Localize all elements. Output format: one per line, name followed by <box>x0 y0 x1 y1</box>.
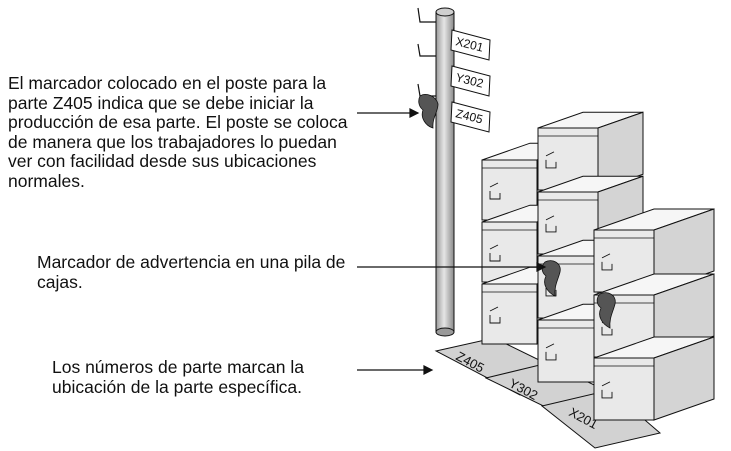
box-stack-middle-4-tag-icon <box>545 343 557 361</box>
leader-arrow-signpost <box>409 108 420 118</box>
signpost: X201 Y302 Z405 <box>417 7 491 337</box>
callout-signpost-marker: El marcador colocado en el poste para la… <box>8 73 348 191</box>
box-stack-middle-2-tag-icon <box>545 215 557 233</box>
callout-part-numbers: Los números de parte marcan la ubicación… <box>52 357 304 397</box>
box-stack-back-1-tag-icon <box>489 182 501 200</box>
sign-label-y302: Y302 <box>454 70 485 90</box>
box-stack-front-2-side <box>653 273 715 358</box>
box-stack-middle-1-tag-icon <box>545 151 557 169</box>
signpost-marker-icon <box>418 94 439 129</box>
box-stack-front-2 <box>593 273 715 358</box>
sign-z405 <box>450 101 491 133</box>
box-stacks <box>481 111 715 421</box>
stack-marker-icon-front <box>596 292 616 329</box>
sign-label-z405: Z405 <box>454 106 484 126</box>
box-stack-middle-4-front <box>537 319 599 383</box>
sign-y302 <box>450 65 491 97</box>
box-stack-front-1-tag-icon <box>601 253 613 271</box>
box-stack-back-3-tag-icon <box>489 306 501 324</box>
box-stack-front-3 <box>593 336 715 421</box>
sign-label-x201: X201 <box>454 34 485 54</box>
stack-marker-icon-middle <box>541 260 561 297</box>
signpost-pole-base <box>435 327 455 337</box>
signpost-pole <box>435 11 455 333</box>
box-stack-middle-1-side <box>597 111 644 191</box>
box-stack-back-2-tag-icon <box>489 244 501 262</box>
sign-x201 <box>450 29 491 61</box>
signpost-hook-1 <box>417 7 436 23</box>
signpost-pole-top <box>435 7 455 17</box>
box-stack-front-3-side <box>653 336 715 421</box>
leader-arrow-stack <box>536 262 547 272</box>
leader-arrow-part-numbers <box>423 365 434 375</box>
signpost-hook-2 <box>417 43 436 57</box>
callout-stack-marker: Marcador de advertencia en una pila de c… <box>37 252 346 292</box>
box-stack-back-3-front <box>481 283 538 345</box>
leader-lines <box>357 108 547 375</box>
box-stack-front-3-tag-icon <box>601 381 613 399</box>
box-stack-front-1-side <box>653 208 715 293</box>
box-stack-front-3-front <box>593 357 655 421</box>
